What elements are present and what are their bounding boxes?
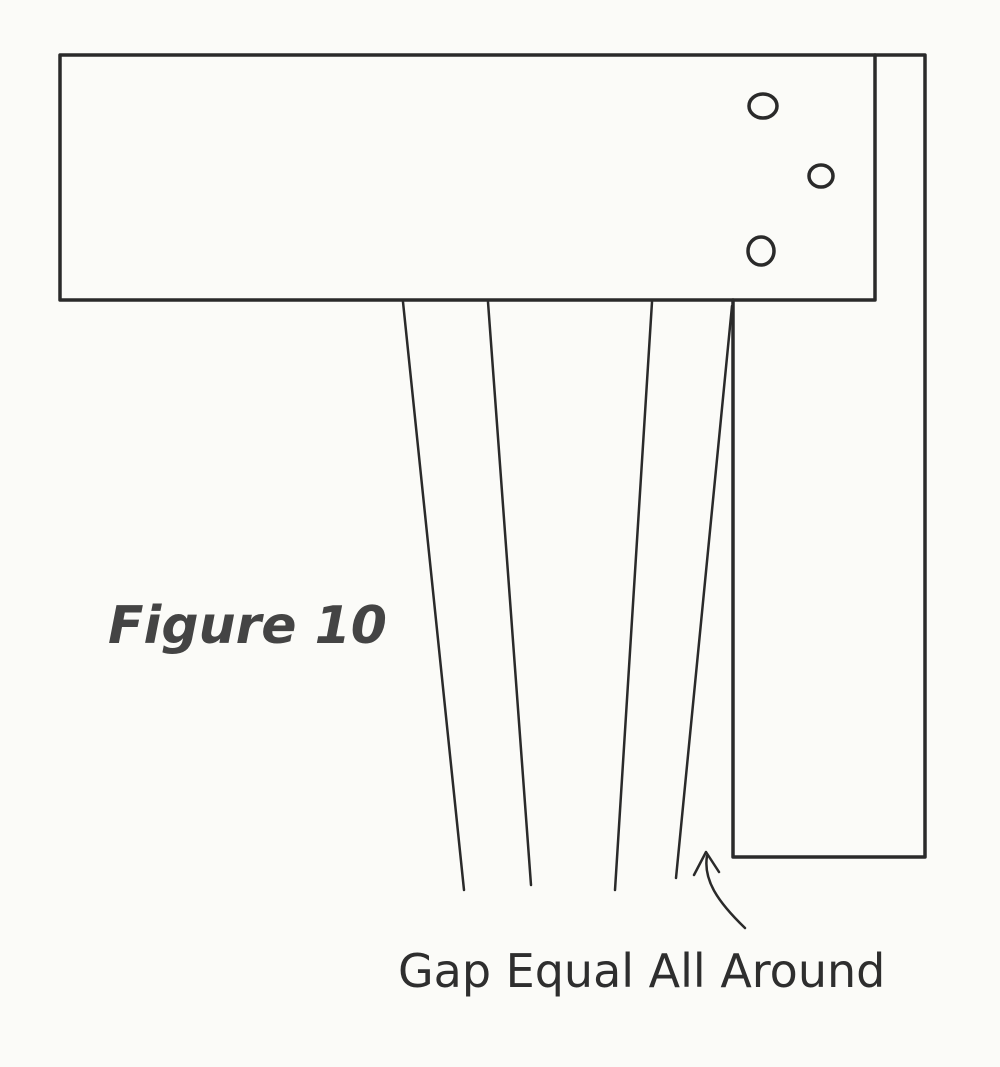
hole-top xyxy=(747,92,779,120)
leg-line-4 xyxy=(674,304,734,880)
leg-line-1 xyxy=(401,300,466,892)
horizontal-rail xyxy=(58,53,877,302)
hole-middle xyxy=(807,163,835,189)
arrow-head xyxy=(692,850,721,877)
leg-line-3 xyxy=(613,300,654,892)
tapered-leg xyxy=(401,300,734,892)
curved-arrow xyxy=(692,850,747,930)
vertical-stile xyxy=(731,53,927,859)
figure-title: Figure 10 xyxy=(108,596,387,656)
gap-annotation: Gap Equal All Around xyxy=(398,944,885,998)
arrow-shaft xyxy=(705,854,747,930)
leg-line-2 xyxy=(486,300,533,887)
hole-bottom xyxy=(746,235,776,267)
